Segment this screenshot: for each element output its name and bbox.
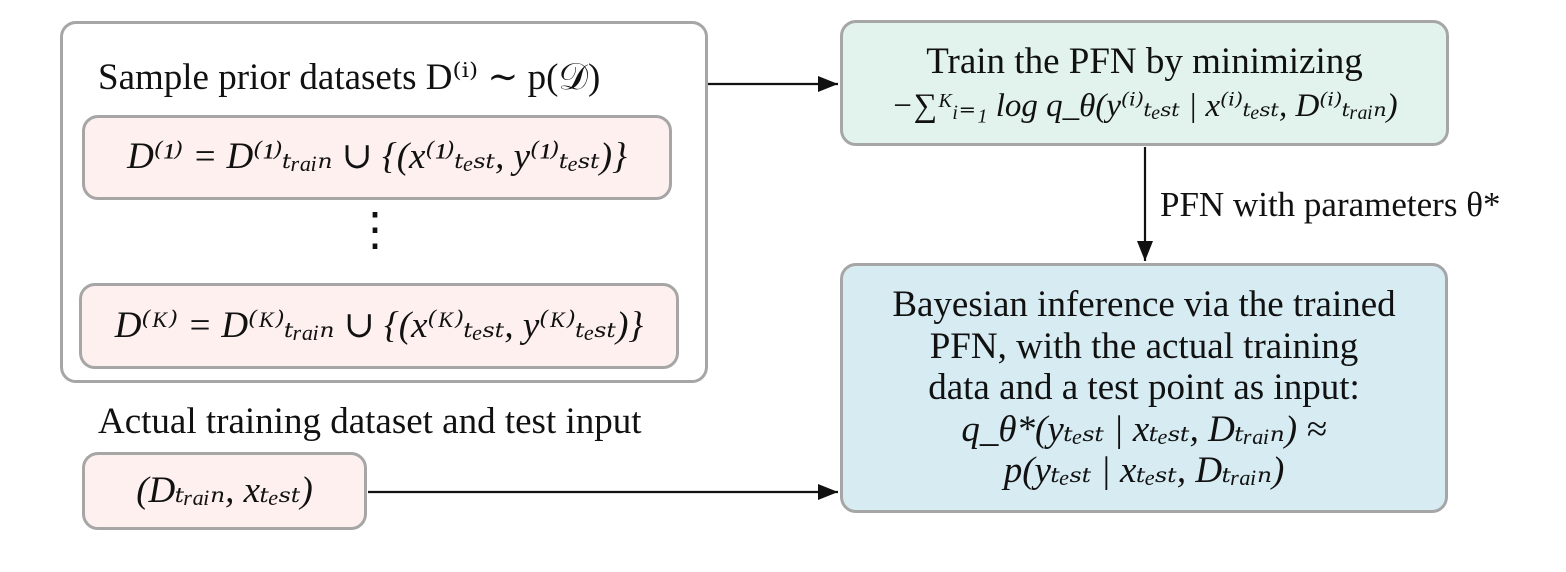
dataset-1-box: D⁽¹⁾ = D⁽¹⁾ₜᵣₐᵢₙ ∪ {(x⁽¹⁾ₜₑₛₜ, y⁽¹⁾ₜₑₛₜ)… [82, 115, 672, 200]
inference-line-1: Bayesian inference via the trained [892, 284, 1396, 326]
train-pfn-line-1: Train the PFN by minimizing [926, 40, 1363, 82]
prior-datasets-title: Sample prior datasets D⁽ⁱ⁾ ∼ p(𝒟) [98, 57, 601, 98]
actual-data-box: (Dₜᵣₐᵢₙ, xₜₑₛₜ) [82, 452, 367, 530]
bayesian-inference-box: Bayesian inference via the trained PFN, … [840, 263, 1448, 513]
train-pfn-box: Train the PFN by minimizing −∑ᴷᵢ₌₁ log q… [840, 20, 1449, 146]
inference-line-3: data and a test point as input: [928, 367, 1360, 409]
dataset-1-formula: D⁽¹⁾ = D⁽¹⁾ₜᵣₐᵢₙ ∪ {(x⁽¹⁾ₜₑₛₜ, y⁽¹⁾ₜₑₛₜ)… [127, 136, 627, 178]
vertical-ellipsis: ⋮ [352, 204, 398, 255]
train-pfn-objective: −∑ᴷᵢ₌₁ log q_θ(y⁽ⁱ⁾ₜₑₛₜ | x⁽ⁱ⁾ₜₑₛₜ, D⁽ⁱ⁾… [891, 88, 1398, 125]
inference-line-2: PFN, with the actual training [929, 325, 1359, 367]
dataset-k-box: D⁽ᴷ⁾ = D⁽ᴷ⁾ₜᵣₐᵢₙ ∪ {(x⁽ᴷ⁾ₜₑₛₜ, y⁽ᴷ⁾ₜₑₛₜ)… [79, 283, 679, 369]
actual-data-formula: (Dₜᵣₐᵢₙ, xₜₑₛₜ) [136, 469, 313, 511]
inference-line-4: q_θ*(yₜₑₛₜ | xₜₑₛₜ, Dₜᵣₐᵢₙ) ≈ [961, 408, 1327, 450]
actual-data-title: Actual training dataset and test input [98, 401, 642, 442]
pfn-parameters-label: PFN with parameters θ* [1160, 185, 1501, 224]
inference-line-5: p(yₜₑₛₜ | xₜₑₛₜ, Dₜᵣₐᵢₙ) [1003, 450, 1285, 492]
dataset-k-formula: D⁽ᴷ⁾ = D⁽ᴷ⁾ₜᵣₐᵢₙ ∪ {(x⁽ᴷ⁾ₜₑₛₜ, y⁽ᴷ⁾ₜₑₛₜ)… [114, 304, 644, 346]
